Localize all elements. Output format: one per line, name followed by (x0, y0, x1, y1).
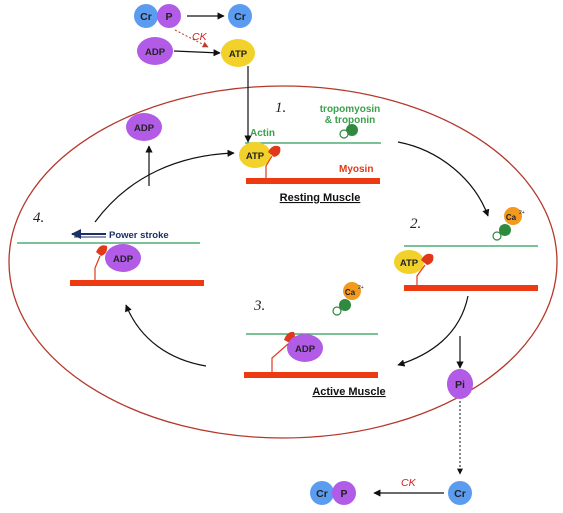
pi-molecule: Pi (447, 369, 473, 399)
atp-molecule-top: ATP (221, 39, 255, 67)
adp-molecule-step3: ADP (287, 334, 323, 362)
power-stroke-label: Power stroke (109, 230, 169, 241)
myosin-head-2 (421, 253, 434, 265)
cr-label: Cr (140, 11, 152, 23)
cycle-arrow-1-to-2 (397, 141, 490, 217)
resting-muscle-label: Resting Muscle (280, 192, 361, 204)
cr-label: Cr (234, 11, 246, 23)
cr-molecule-top (134, 4, 158, 28)
myosin-filament-2 (404, 285, 538, 291)
adp-molecule-released: ADP (126, 113, 162, 141)
myosin-neck-3 (271, 343, 289, 372)
p-label: P (165, 11, 172, 23)
step-3-label: 3. (253, 298, 265, 314)
adp-to-atp-arrow (173, 49, 221, 57)
p-molecule-top (157, 4, 181, 28)
atp-molecule-step2: ATP (394, 250, 424, 274)
calcium-bound-troponin: Ca 2+ (492, 207, 525, 241)
cycle-arrow-3-to-4 (125, 304, 207, 367)
adp-label: ADP (295, 344, 316, 355)
myosin-label: Myosin (339, 164, 373, 175)
calcium-label: Ca (506, 213, 517, 222)
adp-label: ADP (134, 123, 155, 134)
myosin-filament-3 (244, 372, 378, 378)
myosin-neck-1 (265, 155, 273, 179)
step-1-label: 1. (275, 100, 286, 116)
adp-label: ADP (113, 254, 134, 265)
creatine-phosphate-top: Cr P (134, 4, 181, 28)
adp-molecule-step4: ADP (105, 244, 141, 272)
tropomyosin-label: tropomyosin (320, 104, 381, 115)
creatine-top-right: Cr (228, 4, 252, 28)
cr-molecule-bottom (310, 481, 334, 505)
step-2-label: 2. (410, 216, 421, 232)
myosin-head-4 (96, 245, 108, 256)
calcium-label: Ca (345, 288, 356, 297)
active-muscle-label: Active Muscle (312, 386, 385, 398)
myosin-head-1 (268, 145, 281, 157)
myosin-neck-2 (416, 264, 426, 286)
p-molecule-bottom (332, 481, 356, 505)
myosin-neck-4 (94, 255, 101, 280)
cell-membrane (8, 85, 558, 439)
myosin-filament-1 (246, 178, 380, 184)
ck-enzyme-label-bottom: CK (401, 477, 417, 489)
pi-label: Pi (455, 379, 465, 391)
calcium-bound-troponin-3: Ca 2+ (332, 282, 364, 316)
cr-label: Cr (454, 488, 466, 500)
atp-molecule-step1: ATP (239, 142, 271, 168)
troponin-label: & troponin (325, 115, 376, 126)
svg-text:2+: 2+ (519, 210, 525, 216)
cr-label: Cr (316, 488, 328, 500)
p-label: P (340, 488, 347, 500)
cycle-arrow-4-to-1 (94, 149, 235, 223)
creatine-bottom-right: Cr (448, 481, 472, 505)
myosin-filament-4 (70, 280, 204, 286)
troponin-complex-1 (339, 124, 358, 139)
ck-enzyme-label-top: CK (192, 31, 208, 43)
adp-molecule-top: ADP (137, 37, 173, 65)
adp-label: ADP (145, 47, 166, 58)
cycle-arrow-2-to-3 (397, 295, 469, 367)
creatine-phosphate-bottom: Cr P (310, 481, 356, 505)
svg-text:2+: 2+ (358, 285, 364, 291)
step-4-label: 4. (33, 210, 44, 226)
atp-label: ATP (229, 49, 248, 60)
atp-label: ATP (400, 258, 419, 269)
actin-label: Actin (250, 128, 275, 139)
atp-label: ATP (246, 151, 265, 162)
